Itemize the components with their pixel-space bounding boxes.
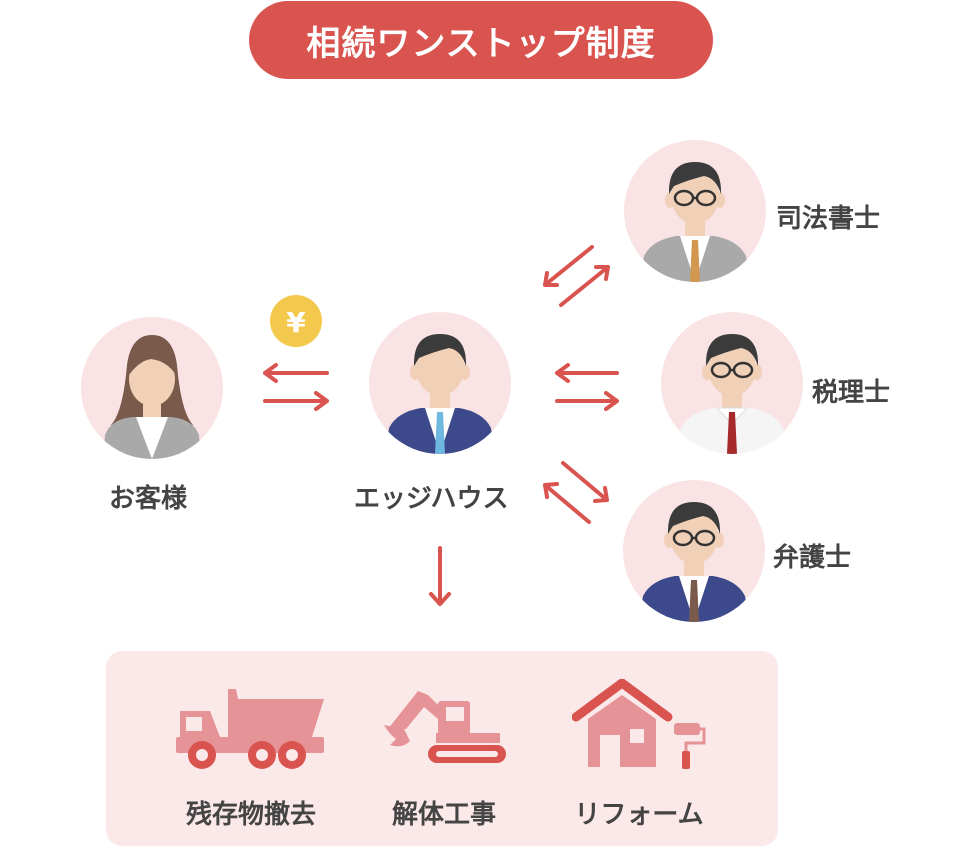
- arrow-right-icon: [263, 391, 329, 411]
- yen-coin-icon: [270, 295, 322, 347]
- arrow-left-icon: [555, 363, 619, 383]
- service-label-demolition: 解体工事: [391, 800, 496, 830]
- company-avatar-icon: [369, 312, 511, 454]
- arrow-diag-down-left-icon: [543, 245, 594, 287]
- customer-label: お客様: [109, 484, 188, 514]
- customer-company-arrows: [263, 363, 329, 411]
- shihoshoshi-label: 司法書士: [776, 204, 881, 234]
- company-label: エッジハウス: [354, 484, 509, 514]
- arrow-down-icon: [429, 546, 451, 606]
- arrow-diag-up-right-icon: [559, 265, 610, 307]
- company-shihoshoshi-arrows: [543, 245, 610, 307]
- customer-avatar-icon: [81, 317, 223, 459]
- service-label-reform: リフォーム: [574, 800, 704, 830]
- services-panel: 残存物撤去 解体工事 リフォーム: [106, 651, 778, 846]
- arrow-diag-up-left-icon: [543, 482, 591, 524]
- arrow-right-icon: [555, 391, 619, 411]
- company-zeirishi-arrows: [555, 363, 619, 411]
- bengoshi-avatar-icon: [623, 480, 765, 622]
- zeirishi-avatar-icon: [661, 312, 803, 454]
- dump-truck-icon: [176, 689, 324, 769]
- service-label-removal: 残存物撤去: [185, 800, 316, 830]
- bengoshi-label: 弁護士: [773, 543, 852, 573]
- company-bengoshi-arrows: [543, 461, 609, 524]
- arrow-diag-down-right-icon: [561, 461, 609, 503]
- zeirishi-label: 税理士: [812, 378, 891, 408]
- title-banner: 相続ワンストップ制度: [249, 1, 713, 79]
- arrow-left-icon: [263, 363, 329, 383]
- yen-symbol: ¥: [286, 306, 306, 339]
- page-title: 相続ワンストップ制度: [306, 23, 656, 64]
- house-paint-roller-icon: [572, 679, 706, 769]
- shihoshoshi-avatar-icon: [624, 140, 766, 282]
- excavator-icon: [384, 691, 506, 763]
